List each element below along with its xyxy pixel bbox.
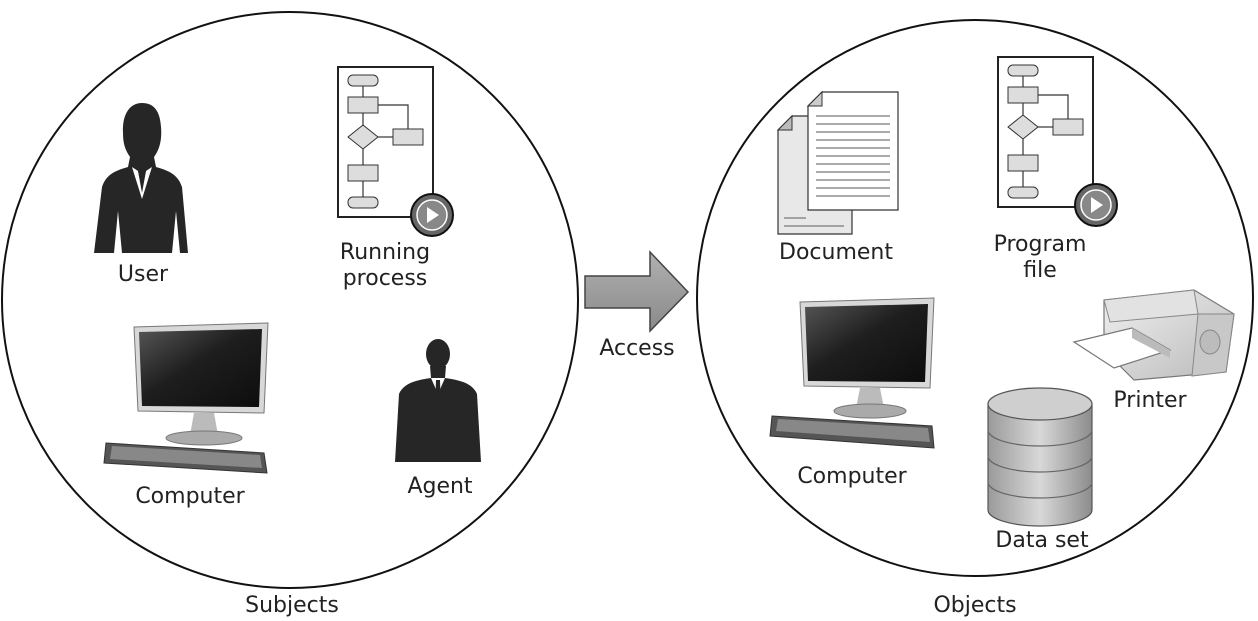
caption-objects: Objects xyxy=(933,593,1017,618)
agent-icon xyxy=(395,339,481,462)
label-agent: Agent xyxy=(407,474,473,499)
label-program-file-line2: file xyxy=(1023,258,1057,283)
label-program-file: Program file xyxy=(980,232,1100,284)
label-printer: Printer xyxy=(1113,388,1187,413)
label-data-set: Data set xyxy=(995,528,1089,553)
label-program-file-line1: Program xyxy=(993,232,1087,257)
label-running-process: Running process xyxy=(318,240,452,292)
running-process-icon xyxy=(337,66,454,237)
caption-subjects: Subjects xyxy=(245,593,339,618)
label-access: Access xyxy=(599,336,675,361)
program-file-icon xyxy=(997,56,1118,227)
printer-icon xyxy=(1072,289,1235,381)
label-running-process-line2: process xyxy=(342,266,428,291)
label-document: Document xyxy=(779,240,893,265)
label-objects-computer: Computer xyxy=(797,464,907,489)
subjects-circle xyxy=(1,11,579,589)
access-arrow xyxy=(584,250,690,333)
user-icon xyxy=(94,103,188,253)
objects-computer-icon xyxy=(769,297,935,449)
label-user: User xyxy=(117,262,169,287)
document-icon xyxy=(776,90,899,235)
data-set-icon xyxy=(987,387,1093,527)
label-subjects-computer: Computer xyxy=(135,484,245,509)
computer-icon xyxy=(103,322,269,474)
label-running-process-line1: Running xyxy=(339,240,431,265)
